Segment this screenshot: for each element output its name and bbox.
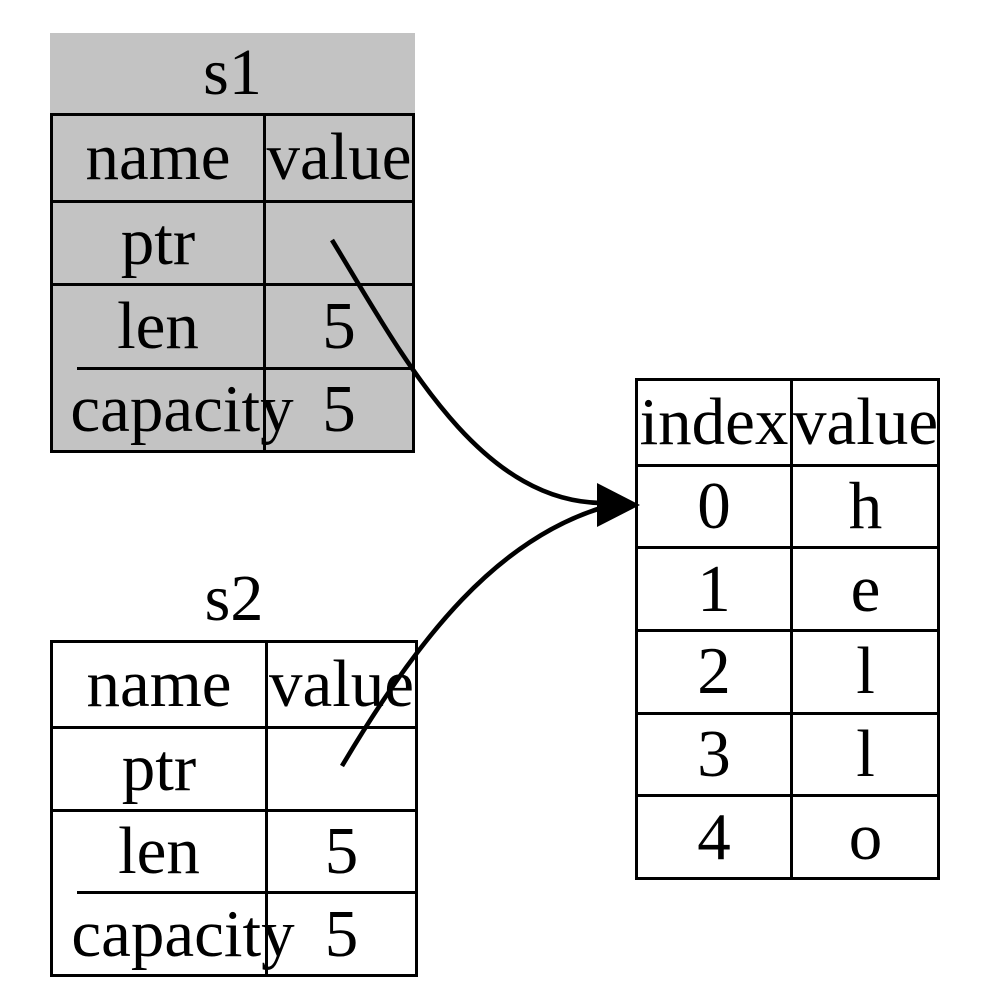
heap-cell-value-0: h — [790, 463, 939, 547]
heap-cell-index-4: 4 — [638, 794, 790, 877]
heap-cell-value-3: l — [790, 711, 939, 795]
s2-table: name value ptr len 5 capacity 5 — [50, 640, 418, 977]
s2-cell-ptr-value — [265, 725, 415, 809]
heap-cell-value-1: e — [790, 546, 939, 629]
s1-cell-name-header: name — [85, 120, 231, 195]
heap-cell-index-0: 0 — [638, 463, 790, 547]
heap-cell-index-1: 1 — [638, 546, 790, 629]
s2-cell-ptr-label: ptr — [53, 725, 265, 809]
s1-cell-ptr-value — [263, 199, 412, 283]
heap-cell-value-4: o — [790, 794, 939, 877]
arrowhead-icon — [597, 483, 640, 527]
s1-cell-capacity-label: capacity — [70, 366, 294, 451]
heap-cell-value-2: l — [790, 628, 939, 712]
heap-header-value: value — [790, 381, 938, 464]
s1-cell-value-header: value — [263, 116, 412, 200]
heap-cell-index-3: 3 — [638, 711, 790, 795]
heap-table: index value 0 h 1 e 2 l 3 l 4 o — [635, 378, 940, 880]
s1-title: s1 — [203, 36, 262, 109]
s1-table: name value ptr len 5 capacity 5 — [50, 113, 415, 453]
s2-cell-capacity-label: capacity — [71, 891, 295, 974]
s1-title-band: s1 — [50, 33, 415, 113]
heap-header-index: index — [639, 384, 789, 459]
s2-cell-name-header: name — [86, 646, 232, 721]
s1-cell-len-value: 5 — [263, 283, 412, 367]
heap-cell-index-2: 2 — [638, 628, 790, 712]
s2-cell-value-header: value — [265, 643, 415, 726]
s1-cell-ptr-label: ptr — [53, 199, 263, 284]
s2-cell-len-label: len — [53, 808, 265, 892]
s2-title-area: s2 — [50, 558, 418, 640]
s2-title: s2 — [204, 562, 264, 635]
s1-cell-len-label: len — [53, 283, 263, 367]
s2-cell-capacity-value: 5 — [265, 891, 415, 974]
s2-cell-len-value: 5 — [265, 808, 415, 892]
